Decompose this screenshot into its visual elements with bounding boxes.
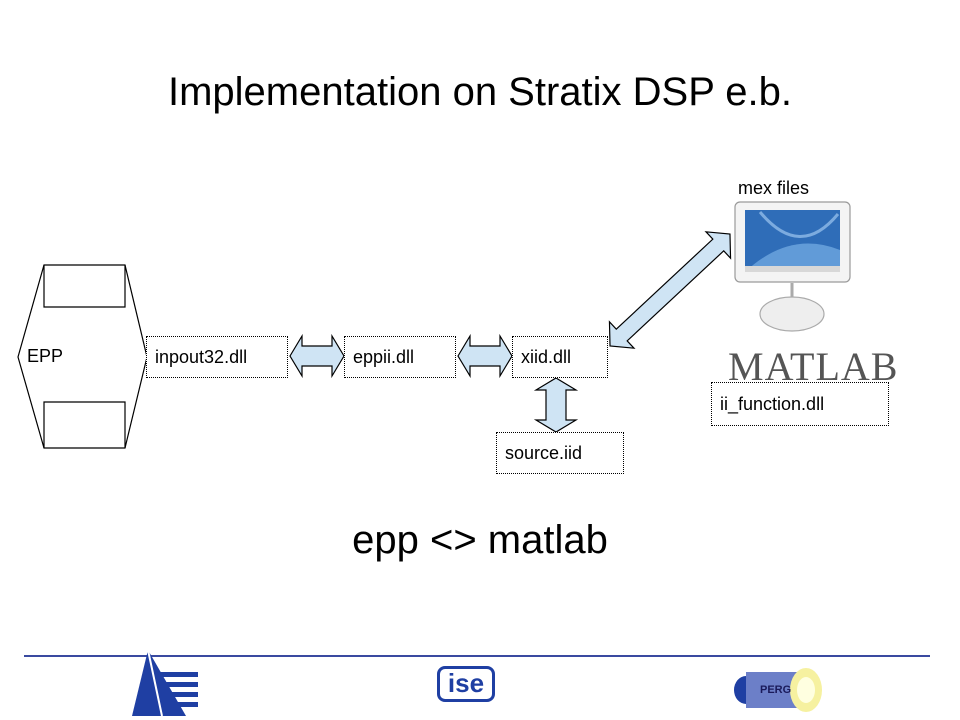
- subtitle: epp <> matlab: [352, 518, 608, 562]
- epp-connector-inner-bottom: [43, 401, 126, 448]
- page-title: Implementation on Stratix DSP e.b.: [167, 70, 793, 114]
- computer-icon: [734, 201, 851, 332]
- epp-label: EPP: [27, 346, 64, 366]
- perg-logo-text: PERG: [760, 684, 792, 696]
- source-iid-box: source.iid: [496, 432, 624, 474]
- eppii-dll-box: eppii.dll: [344, 336, 456, 378]
- arrow-xiid-source: [533, 377, 579, 433]
- footer-divider: [24, 655, 930, 657]
- arrow-xiid-mex: [608, 231, 732, 349]
- xiid-dll-box: xiid.dll: [512, 336, 608, 378]
- perg-logo: [734, 668, 822, 712]
- arrow-inpout-eppii: [289, 333, 345, 379]
- matlab-logo: MATLAB: [728, 344, 899, 389]
- institute-logo: [132, 649, 198, 717]
- mex-files-label: mex files: [738, 178, 810, 198]
- epp-connector-inner-top: [43, 265, 126, 308]
- inpout-dll-box: inpout32.dll: [146, 336, 288, 378]
- arrow-eppii-xiid: [457, 333, 513, 379]
- ii-function-dll-box: ii_function.dll: [711, 382, 889, 426]
- ise-logo: ise: [437, 666, 495, 702]
